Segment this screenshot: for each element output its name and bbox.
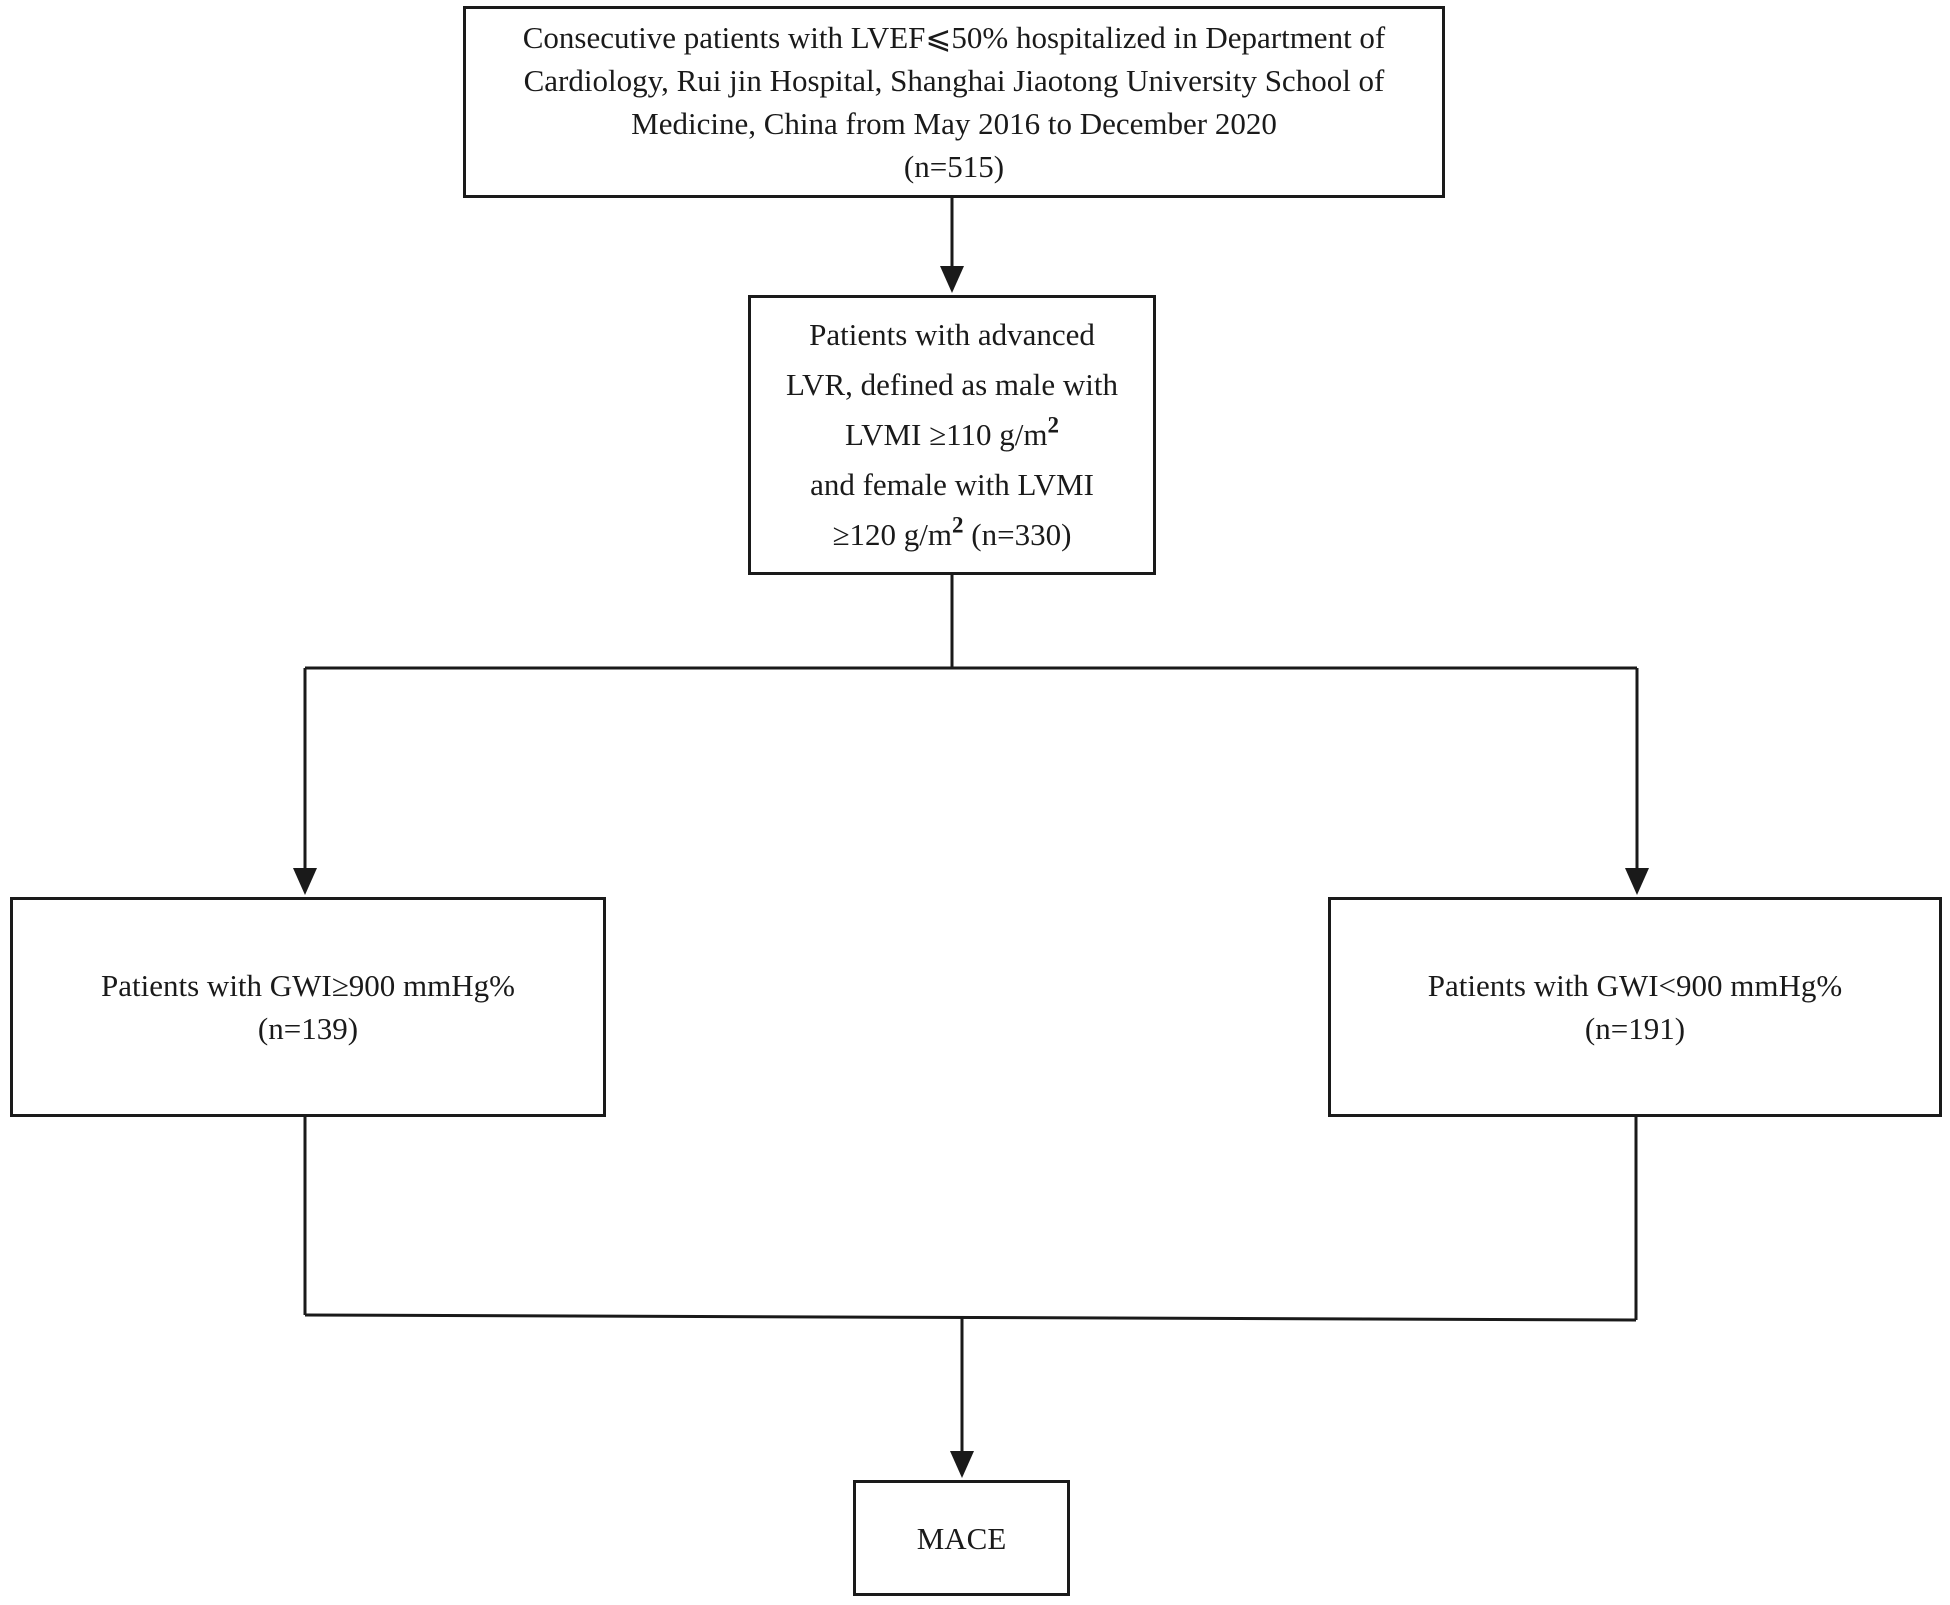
lvr-text-line-2: LVR, defined as male with — [785, 367, 1119, 402]
lvr-female-unit-superscript: 2 — [952, 512, 964, 538]
source-text-line-1: Consecutive patients with LVEF⩽50% hospi… — [522, 20, 1386, 55]
mace-outcome-box: MACE — [853, 1480, 1070, 1596]
lvr-count: (n=330) — [963, 517, 1072, 552]
arrowhead-to-lvr — [940, 266, 964, 293]
connector-merge-horizontal — [304, 1313, 1637, 1322]
lvr-text-line-4: and female with LVMI — [810, 467, 1094, 502]
source-count: (n=515) — [903, 149, 1005, 184]
arrowhead-to-gwi-low — [1625, 868, 1649, 895]
source-text-line-3: Medicine, China from May 2016 to Decembe… — [631, 106, 1277, 141]
source-text-line-2: Cardiology, Rui jin Hospital, Shanghai J… — [523, 63, 1385, 98]
gwi-low-count: (n=191) — [1584, 1011, 1686, 1046]
source-population-box: Consecutive patients with LVEF⩽50% hospi… — [463, 6, 1445, 198]
arrowhead-to-mace — [950, 1451, 974, 1478]
mace-label: MACE — [916, 1520, 1007, 1556]
lvr-male-threshold: LVMI ≥110 g/m — [845, 417, 1048, 452]
arrowhead-to-gwi-high — [293, 868, 317, 895]
gwi-high-group-box: Patients with GWI≥900 mmHg% (n=139) — [10, 897, 606, 1117]
lvr-female-threshold: ≥120 g/m — [832, 517, 953, 552]
lvr-text-line-5: ≥120 g/m2 (n=330) — [833, 510, 1072, 560]
advanced-lvr-box: Patients with advanced LVR, defined as m… — [748, 295, 1156, 575]
lvr-text-line-1: Patients with advanced — [809, 317, 1095, 352]
gwi-low-label: Patients with GWI<900 mmHg% — [1427, 968, 1843, 1003]
gwi-low-group-box: Patients with GWI<900 mmHg% (n=191) — [1328, 897, 1942, 1117]
gwi-high-label: Patients with GWI≥900 mmHg% — [101, 968, 515, 1003]
lvr-text-line-3: LVMI ≥110 g/m2 — [845, 410, 1059, 460]
lvr-male-unit-superscript: 2 — [1047, 412, 1059, 438]
gwi-high-count: (n=139) — [257, 1011, 359, 1046]
